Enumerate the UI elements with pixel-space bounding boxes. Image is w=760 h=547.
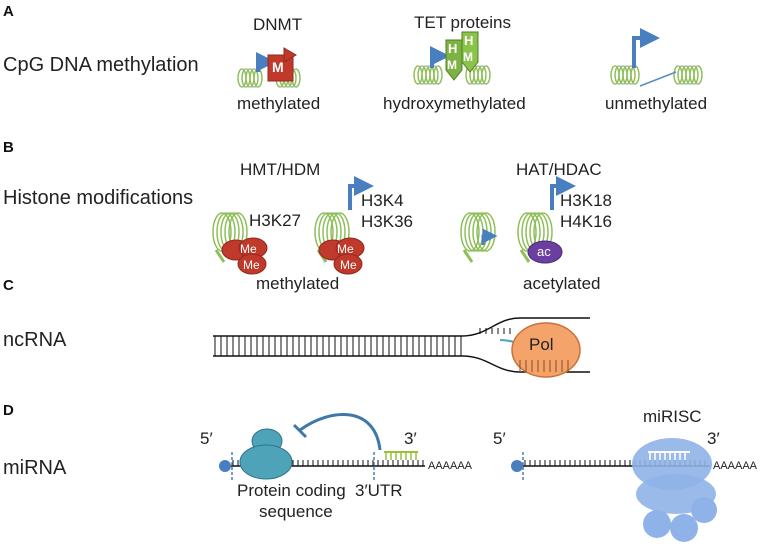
mark-label-h3k18: H3K18 <box>560 191 612 210</box>
mirna-strand <box>384 451 418 460</box>
me-label: Me <box>340 258 357 272</box>
enzyme-label-hmt: HMT/HDM <box>240 160 321 179</box>
five-prime-cap-icon <box>511 460 523 472</box>
dna-ladder <box>213 317 590 373</box>
panel-label-c: C <box>3 277 14 294</box>
three-prime-label-right: 3′ <box>707 429 720 448</box>
five-prime-label-right: 5′ <box>493 429 506 448</box>
methyl-mark-label: M <box>272 59 284 75</box>
transcription-arrow-icon <box>430 46 450 68</box>
ac-label: ac <box>537 244 551 259</box>
state-label-hydroxymethylated: hydroxymethylated <box>383 94 526 113</box>
transcription-arrow-icon <box>256 52 276 72</box>
polymerase-icon <box>511 322 581 378</box>
me-label: Me <box>240 242 257 256</box>
mark-label-h3k27: H3K27 <box>249 211 301 230</box>
mark-label-h4k16: H4K16 <box>560 212 612 231</box>
mark-label-h3k4: H3K4 <box>361 191 404 210</box>
transcription-arrow-icon <box>550 176 576 210</box>
mark-label-h3k36: H3K36 <box>361 212 413 231</box>
transcription-arrow-icon <box>481 228 498 245</box>
section-title-histone: Histone modifications <box>3 187 194 209</box>
transcription-arrow-icon <box>632 28 660 68</box>
mirisc-label: miRISC <box>643 407 702 426</box>
protein-coding-label: Protein coding <box>237 481 346 500</box>
methyl-group-icon <box>221 237 268 275</box>
enzyme-label-hat: HAT/HDAC <box>516 160 602 179</box>
hydroxymethyl-mark-icon <box>461 31 479 73</box>
state-label-acetylated: acetylated <box>523 274 601 293</box>
hydroxy-mark-h2: H <box>464 33 474 48</box>
panel-label-a: A <box>3 3 14 20</box>
repression-arrow <box>299 412 382 451</box>
hydroxy-mark-m2: M <box>463 50 473 64</box>
state-label-methylated: methylated <box>237 94 321 113</box>
section-title-ncrna: ncRNA <box>3 329 67 351</box>
hydroxymethyl-mark-icon <box>445 39 463 81</box>
enzyme-label-tet: TET proteins <box>414 13 512 32</box>
ribosome-icon <box>239 428 293 480</box>
section-title-methylation: CpG DNA methylation <box>3 54 199 76</box>
section-title-mirna: miRNA <box>3 457 67 479</box>
panel-label-b: B <box>3 139 14 156</box>
polya-tail-label-right: AAAAAA <box>713 460 758 472</box>
methyl-group-icon <box>318 237 365 275</box>
hydroxy-mark-m1: M <box>447 58 457 72</box>
hydroxy-mark-h1: H <box>448 41 458 56</box>
me-label: Me <box>243 258 260 272</box>
dna-coil-hydroxymethylated <box>413 65 491 85</box>
enzyme-label-dnmt: DNMT <box>253 15 303 34</box>
transcription-arrow-icon <box>348 176 374 210</box>
panel-label-d: D <box>3 402 14 419</box>
utr-label: 3′UTR <box>355 481 403 500</box>
sequence-label: sequence <box>259 502 333 521</box>
state-label-unmethylated: unmethylated <box>605 94 708 113</box>
pol-label: Pol <box>529 335 554 354</box>
state-label-histone-methylated: methylated <box>256 274 340 293</box>
me-label: Me <box>337 242 354 256</box>
mirna-strand <box>648 451 690 460</box>
polya-tail-label: AAAAAA <box>428 460 473 472</box>
three-prime-label: 3′ <box>404 429 417 448</box>
acetyl-group-icon <box>527 240 563 264</box>
five-prime-cap-icon <box>219 460 231 472</box>
dna-coil-unmethylated <box>610 65 703 85</box>
five-prime-label: 5′ <box>200 429 213 448</box>
